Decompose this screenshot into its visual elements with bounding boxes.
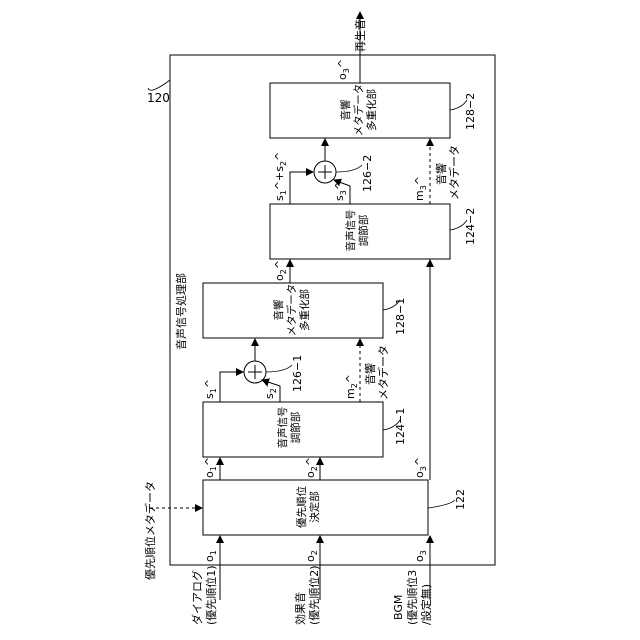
block-128-2-line2: メタデータ — [353, 80, 366, 140]
priority-meta-label: 優先順位メタデータ — [145, 481, 157, 580]
block-128-1-line3: 多重化部 — [299, 280, 312, 340]
block-122-line1: 優先順位 — [296, 482, 309, 532]
meta-metadata-2: メタデータ — [449, 145, 461, 200]
input-bgm-line1: BGM — [393, 595, 405, 620]
meta-acoustic-2: 音響 — [436, 163, 448, 185]
meta-metadata-1: メタデータ — [378, 345, 390, 400]
input-bgm-line2: (優先順位3 — [407, 570, 419, 625]
arrow-s1-to-adder — [220, 372, 243, 402]
signal-o2-mid: o2^ — [274, 260, 289, 281]
block-128-1-text: 音響 メタデータ 多重化部 — [273, 280, 312, 340]
signal-s3: s3^ — [334, 181, 349, 201]
final-signal-label: o3^ — [337, 59, 352, 80]
block-122-text: 優先順位 決定部 — [296, 482, 322, 532]
meta-acoustic-1: 音響 — [365, 363, 377, 385]
input-signal-o3: o3 — [414, 550, 429, 562]
block-128-2-line1: 音響 — [340, 80, 353, 140]
signal-s1s2: s1^+s2^ — [274, 152, 289, 201]
signal-o2-out: o2^ — [305, 457, 320, 478]
block-122-id: 122 — [455, 489, 467, 510]
unit-id-leader — [148, 80, 170, 90]
leader-126-1 — [266, 365, 292, 372]
block-124-2-line2: 調節部 — [358, 203, 371, 258]
block-124-2-id: 124−2 — [465, 208, 477, 245]
block-128-2-text: 音響 メタデータ 多重化部 — [340, 80, 379, 140]
arrow-s1s2-to-adder2 — [290, 172, 313, 204]
adder-126-2-id: 126−2 — [362, 155, 374, 192]
input-bgm-line3: /設定無) — [421, 584, 433, 625]
input-signal-o1: o1 — [204, 550, 219, 562]
input-dialog-line1: ダイアログ — [192, 570, 204, 625]
input-effect-line1: 効果音 — [295, 592, 307, 625]
block-128-1-line1: 音響 — [273, 280, 286, 340]
input-signal-o2: o2 — [305, 550, 320, 562]
leader-122 — [428, 500, 455, 508]
block-124-1-text: 音声信号 調節部 — [277, 400, 303, 455]
input-dialog-line2: (優先順位1) — [206, 565, 218, 625]
unit-title: 音声信号処理部 — [176, 273, 188, 350]
block-124-1-id: 124−1 — [395, 408, 407, 445]
signal-s1: s1^ — [204, 379, 219, 399]
block-124-2-line1: 音声信号 — [345, 203, 358, 258]
unit-id: 120 — [147, 92, 170, 104]
playback-label: 再生音 — [355, 19, 367, 52]
block-122-line2: 決定部 — [309, 482, 322, 532]
block-124-2-text: 音声信号 調節部 — [345, 203, 371, 258]
adder-126-1-id: 126−1 — [292, 355, 304, 392]
signal-o3-out: o3^ — [414, 457, 429, 478]
signal-m2: m2^ — [345, 374, 360, 399]
block-128-2-line3: 多重化部 — [366, 80, 379, 140]
input-effect-line2: (優先順位2) — [309, 565, 321, 625]
leader-126-2 — [336, 165, 362, 172]
signal-s2: s2^ — [264, 379, 279, 399]
signal-m3: m3^ — [414, 176, 429, 201]
block-128-2-id: 128−2 — [465, 93, 477, 130]
signal-o1-out: o1^ — [204, 457, 219, 478]
block-124-1-line1: 音声信号 — [277, 400, 290, 455]
block-124-1-line2: 調節部 — [290, 400, 303, 455]
block-128-1-line2: メタデータ — [286, 280, 299, 340]
block-128-1-id: 128−1 — [395, 298, 407, 335]
